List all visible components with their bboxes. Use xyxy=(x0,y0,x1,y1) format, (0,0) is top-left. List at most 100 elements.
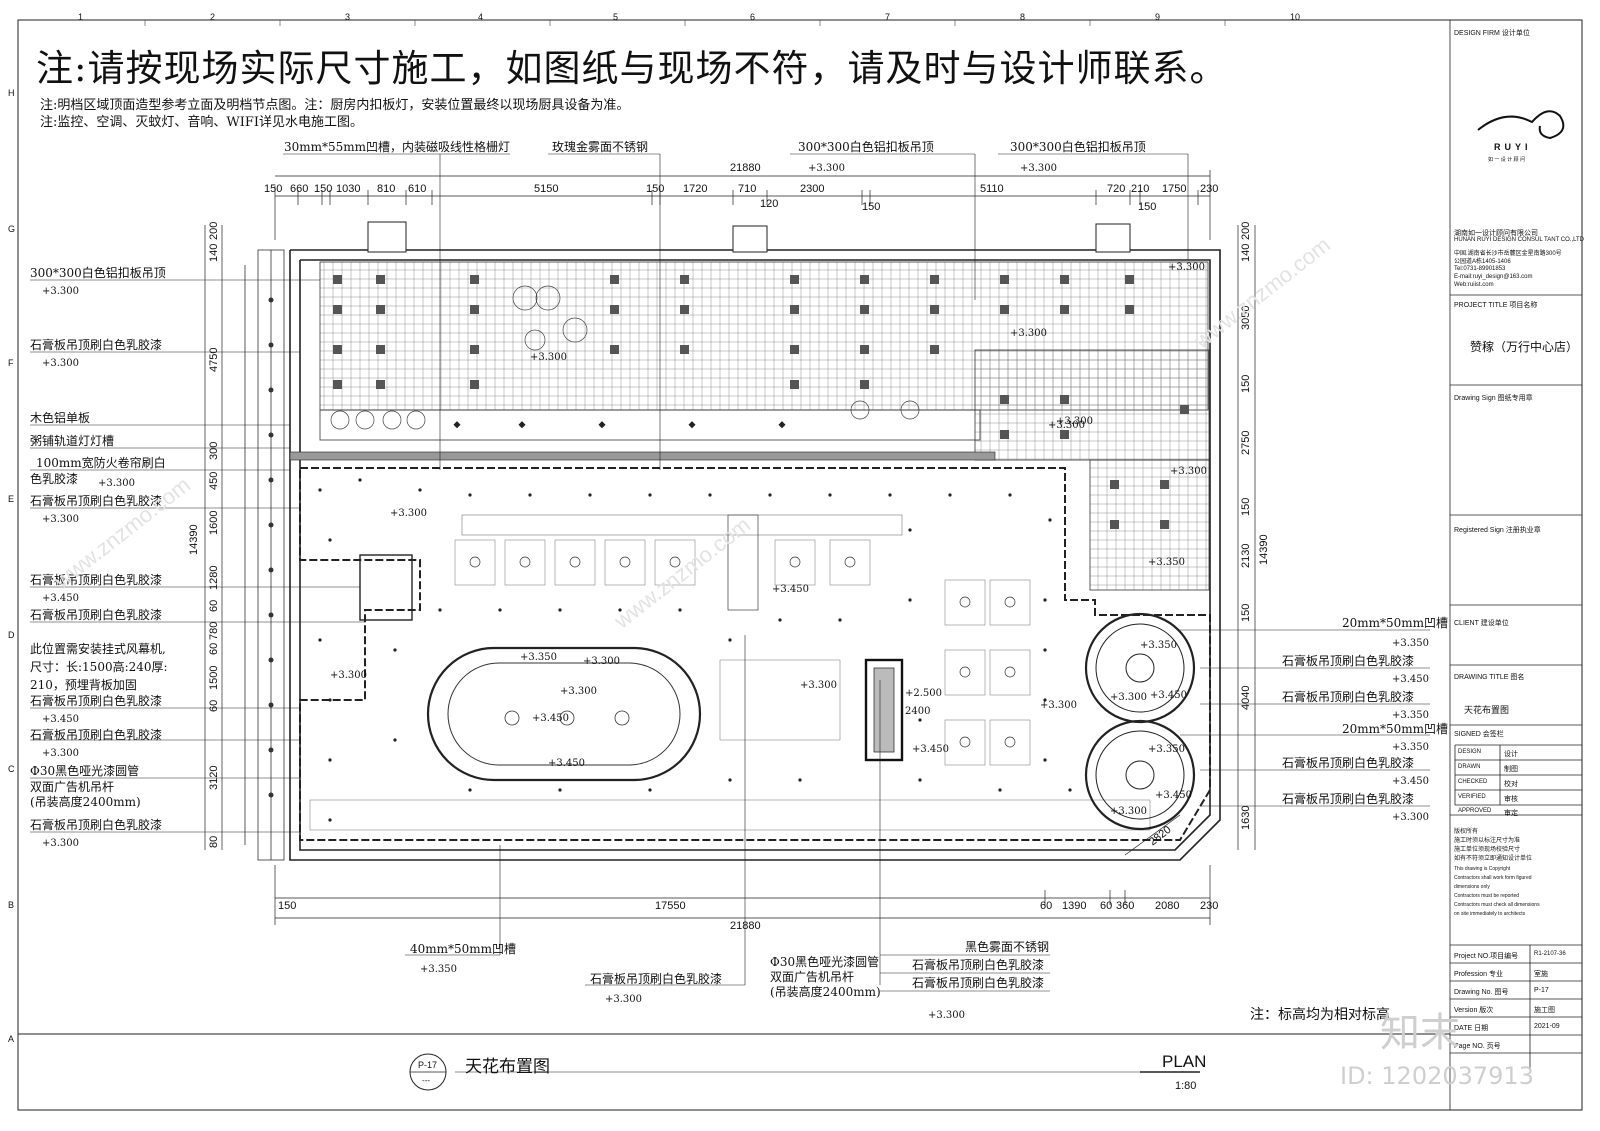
tb-project-no-label: Project NO.项目编号 xyxy=(1454,953,1519,960)
tb-role-cn: 校对 xyxy=(1504,781,1518,788)
callout-top-groove: 30mm*55mm凹槽，内装磁吸线性格栅灯 xyxy=(284,140,511,154)
tb-design-firm: DESIGN FIRM 设计单位 xyxy=(1454,30,1530,37)
callout-right-2-elev: +3.350 xyxy=(1392,710,1430,721)
callout-left-12: 石膏板吊顶刷白色乳胶漆 xyxy=(30,728,163,742)
callout-left-5: 石膏板吊顶刷白色乳胶漆 xyxy=(30,494,163,508)
tb-rights-en: Contractors must be reported xyxy=(1454,893,1520,899)
tb-profession: 室施 xyxy=(1534,971,1548,978)
callout-left-8: 此位置需安装挂式风幕机, xyxy=(30,642,166,656)
tb-client: CLIENT 建设单位 xyxy=(1454,620,1509,627)
callout-left-3: 粥铺轨道灯灯槽 xyxy=(30,434,115,448)
dim-left-8: 780 xyxy=(208,621,220,640)
dim-bottom-3: 1390 xyxy=(1062,900,1087,912)
tb-drawing-sign: Drawing Sign 图纸专用章 xyxy=(1454,395,1533,402)
dim-right-9: 1630 xyxy=(1240,805,1252,830)
tb-drawing-title-label: DRAWING TITLE 图名 xyxy=(1454,674,1525,681)
dim-top-14: 720 xyxy=(1107,183,1126,195)
grid-row-e: E xyxy=(8,494,15,504)
dim-top-17: 1750 xyxy=(1162,183,1187,195)
tb-date-label: DATE 日期 xyxy=(1454,1025,1489,1032)
callout-left-13: Φ30黑色哑光漆圆管 xyxy=(30,764,140,778)
plan-elev: +3.350 xyxy=(1148,557,1186,568)
tb-project-title: 赞稼（万行中心店） xyxy=(1470,340,1579,354)
dim-bottom-0: 150 xyxy=(278,900,297,912)
tb-role-en: DESIGN xyxy=(1458,749,1482,755)
grid-row-d: D xyxy=(8,630,15,640)
grid-row-f: F xyxy=(8,358,14,368)
headline-note: 注:请按现场实际尺寸施工，如图纸与现场不符，请及时与设计师联系。 xyxy=(36,47,1228,90)
plan-elev: +3.450 xyxy=(532,713,570,724)
plan-elev: +3.300 xyxy=(1168,262,1206,273)
tb-company-en: HUNAN RUYI DESIGN CONSUL TANT CO.,LTD xyxy=(1454,237,1585,243)
callout-right-4-elev: +3.450 xyxy=(1392,776,1430,787)
dim-top-overall: 21880 xyxy=(730,162,761,174)
dim-top-15: 210 xyxy=(1131,183,1150,195)
grid-col-3: 3 xyxy=(345,12,351,22)
callout-right-5-elev: +3.300 xyxy=(1392,812,1430,823)
callout-top-aluminum-1-elev: +3.300 xyxy=(808,163,846,174)
callout-bottom-4: (吊装高度2400mm) xyxy=(770,985,881,999)
dim-left-1: 200 xyxy=(208,221,220,240)
grid-col-8: 8 xyxy=(1020,12,1026,22)
elevation-note: 注：标高均为相对标高 xyxy=(1250,1007,1390,1023)
dim-top-16: 150 xyxy=(1138,201,1157,213)
tb-role-en: CHECKED xyxy=(1458,779,1488,785)
dim-top-18: 230 xyxy=(1200,183,1219,195)
plan-elev: +3.300 xyxy=(1010,328,1048,339)
grid-col-5: 5 xyxy=(613,12,619,22)
callout-left-10: 210，预埋背板加固 xyxy=(30,678,137,692)
tb-profession-label: Profession 专业 xyxy=(1454,971,1504,978)
grid-col-10: 10 xyxy=(1290,12,1301,22)
tb-address-1: 中国.湖南省长沙市岳麓区金星南路300号 xyxy=(1454,251,1562,257)
drawing-tag-sub: --- xyxy=(422,1076,431,1085)
tb-version-label: Version 版次 xyxy=(1454,1007,1494,1014)
callout-left-16-elev: +3.300 xyxy=(42,838,80,849)
drawing-plan-label: PLAN xyxy=(1162,1052,1207,1071)
plan-elev: +3.450 xyxy=(1150,690,1188,701)
callout-left-6: 石膏板吊顶刷白色乳胶漆 xyxy=(30,573,163,587)
tb-web: Web:ruiist.com xyxy=(1454,282,1494,288)
dim-bottom-5: 360 xyxy=(1116,900,1135,912)
tb-logo-text: RUYI xyxy=(1494,142,1532,152)
dim-right-7: 150 xyxy=(1240,603,1252,622)
callout-left-2: 木色铝单板 xyxy=(30,411,91,425)
dim-top-6: 5150 xyxy=(534,183,559,195)
callout-bottom-2: Φ30黑色哑光漆圆管 xyxy=(770,955,880,969)
callout-bottom-7-elev: +3.300 xyxy=(928,1010,966,1021)
dim-left-0: 140 xyxy=(208,243,220,262)
plan-elev: +3.300 xyxy=(330,670,368,681)
callout-bottom-3: 双面广告机吊杆 xyxy=(770,970,855,984)
tb-drawing-title: 天花布置图 xyxy=(1464,705,1510,715)
drawing-tag: P-17 xyxy=(418,1060,438,1070)
dim-top-10: 120 xyxy=(760,198,779,210)
callout-left-12-elev: +3.300 xyxy=(42,748,80,759)
grid-col-9: 9 xyxy=(1155,12,1161,22)
plan-elev: +3.450 xyxy=(772,584,810,595)
drawing-title: 天花布置图 xyxy=(465,1057,550,1077)
plan-elev: +3.300 xyxy=(1040,700,1078,711)
dim-left-9: 60 xyxy=(208,642,220,655)
dim-bottom-overall: 21880 xyxy=(730,920,761,932)
dim-top-8: 1720 xyxy=(683,183,708,195)
callout-right-4: 石膏板吊顶刷白色乳胶漆 xyxy=(1282,756,1415,770)
tb-role-cn: 审定 xyxy=(1504,810,1518,817)
tb-project-title-label: PROJECT TITLE 项目名称 xyxy=(1454,302,1538,309)
plan-elev: +3.450 xyxy=(912,744,950,755)
callout-top-aluminum-2-elev: +3.300 xyxy=(1020,163,1058,174)
dim-top-0: 150 xyxy=(264,183,283,195)
dim-top-11: 2300 xyxy=(800,183,825,195)
tb-rights-en: on site immediately to architects xyxy=(1454,911,1526,917)
dim-top-13: 5110 xyxy=(980,183,1004,195)
dim-left-11: 60 xyxy=(208,699,220,712)
tb-rights: 如有不符须立即通知设计单位 xyxy=(1454,856,1533,862)
tb-drawing-no-label: Drawing No. 图号 xyxy=(1454,989,1509,996)
grid-col-6: 6 xyxy=(750,12,756,22)
callout-right-5: 石膏板吊顶刷白色乳胶漆 xyxy=(1282,792,1415,806)
callout-left-4b: 色乳胶漆 xyxy=(30,472,79,486)
plan-elev: +3.300 xyxy=(1048,420,1086,431)
plan-elev: +3.450 xyxy=(1155,790,1193,801)
dim-right-8: 4040 xyxy=(1240,685,1252,710)
dim-left-4: 450 xyxy=(208,471,220,490)
tb-drawing-no: P-17 xyxy=(1534,987,1549,994)
plan-elev: +3.300 xyxy=(530,352,568,363)
